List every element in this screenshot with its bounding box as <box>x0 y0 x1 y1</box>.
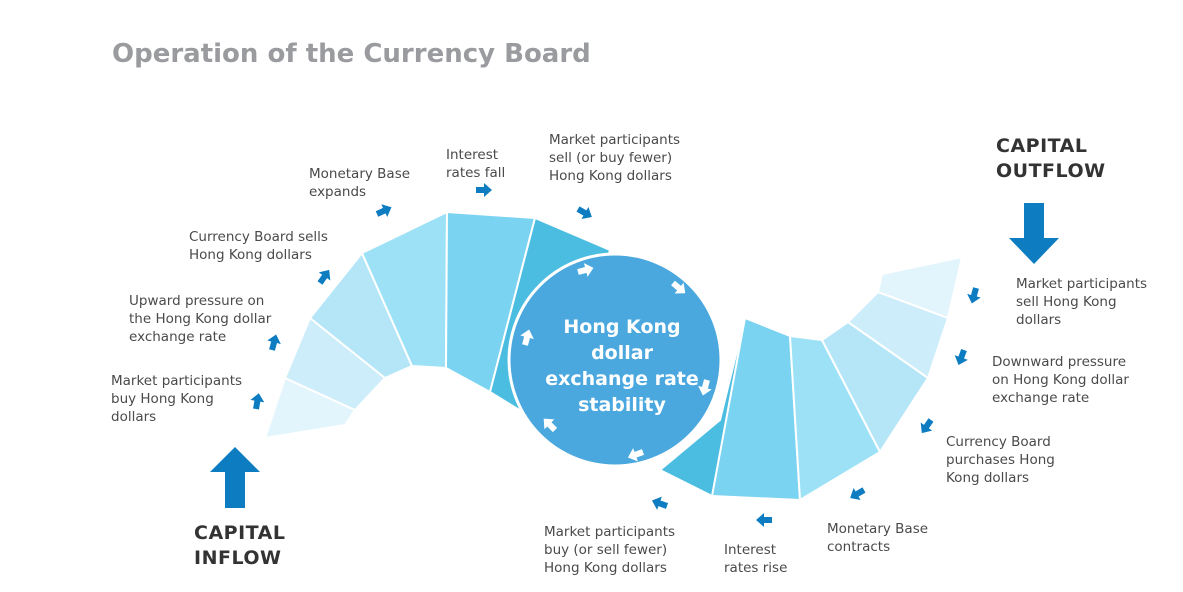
outflow-band-segment <box>876 255 964 320</box>
svg-text:Hong Kong dollars: Hong Kong dollars <box>549 168 672 184</box>
svg-text:expands: expands <box>309 184 366 200</box>
svg-text:contracts: contracts <box>827 539 890 555</box>
cycle-arrows <box>520 263 712 462</box>
center-label: Hong Kong dollar exchange rate stability <box>545 316 699 416</box>
svg-text:Currency Board: Currency Board <box>946 434 1051 450</box>
svg-text:rates fall: rates fall <box>446 165 505 181</box>
arrow-icon <box>267 334 281 351</box>
svg-text:on Hong Kong dollar: on Hong Kong dollar <box>992 372 1129 388</box>
arrow-icon <box>543 418 558 433</box>
inflow-step-4: Monetary Base expands <box>309 166 410 200</box>
svg-text:Interest: Interest <box>724 542 776 558</box>
svg-text:exchange rate: exchange rate <box>992 390 1089 406</box>
svg-text:Market participants: Market participants <box>549 132 680 148</box>
svg-text:exchange rate: exchange rate <box>129 329 226 345</box>
svg-text:Hong Kong dollars: Hong Kong dollars <box>544 560 667 576</box>
arrow-icon <box>671 280 686 294</box>
svg-text:sell (or buy fewer): sell (or buy fewer) <box>549 150 672 166</box>
arrow-icon <box>375 204 392 217</box>
inflow-step-3: Currency Board sells Hong Kong dollars <box>189 229 328 263</box>
svg-text:Interest: Interest <box>446 147 498 163</box>
arrow-icon <box>627 448 645 462</box>
capital-inflow-arrow-icon <box>210 447 260 508</box>
capital-outflow-arrow-icon <box>1009 203 1059 264</box>
svg-text:dollar: dollar <box>591 342 654 364</box>
outflow-step-3: Currency Board purchases Hong Kong dolla… <box>946 434 1055 486</box>
svg-text:purchases Hong: purchases Hong <box>946 452 1055 468</box>
arrow-icon <box>954 348 968 366</box>
arrow-icon <box>476 183 492 197</box>
svg-text:CAPITAL: CAPITAL <box>996 135 1087 157</box>
svg-text:dollars: dollars <box>1016 312 1061 328</box>
inflow-step-2: Upward pressure on the Hong Kong dollar … <box>129 293 272 345</box>
arrow-icon <box>920 418 934 434</box>
svg-text:buy Hong Kong: buy Hong Kong <box>111 391 214 407</box>
svg-text:Monetary Base: Monetary Base <box>309 166 410 182</box>
svg-text:Kong dollars: Kong dollars <box>946 470 1029 486</box>
arrow-icon <box>698 379 712 396</box>
svg-text:sell Hong Kong: sell Hong Kong <box>1016 294 1117 310</box>
inflow-step-5: Interest rates fall <box>446 147 505 181</box>
page-title: Operation of the Currency Board <box>112 39 591 69</box>
arrow-icon <box>651 496 669 510</box>
svg-text:Hong Kong: Hong Kong <box>563 316 680 338</box>
svg-text:Downward pressure: Downward pressure <box>992 354 1126 370</box>
arrow-icon <box>576 206 592 220</box>
svg-text:Monetary Base: Monetary Base <box>827 521 928 537</box>
inflow-step-6: Market participants sell (or buy fewer) … <box>549 132 680 184</box>
svg-text:rates rise: rates rise <box>724 560 787 576</box>
svg-text:INFLOW: INFLOW <box>194 547 282 569</box>
step-arrows <box>250 183 981 527</box>
svg-text:the Hong Kong dollar: the Hong Kong dollar <box>129 311 272 327</box>
outflow-step-6: Market participants buy (or sell fewer) … <box>544 524 675 576</box>
outflow-step-1: Market participants sell Hong Kong dolla… <box>1016 276 1147 328</box>
svg-text:Upward pressure on: Upward pressure on <box>129 293 264 309</box>
capital-outflow-label: CAPITAL OUTFLOW <box>996 135 1106 182</box>
arrow-icon <box>520 329 534 346</box>
arrow-icon <box>250 393 265 410</box>
arrow-icon <box>850 487 866 501</box>
capital-inflow-label: CAPITAL INFLOW <box>194 522 285 569</box>
svg-text:buy (or sell fewer): buy (or sell fewer) <box>544 542 667 558</box>
outflow-step-5: Interest rates rise <box>724 542 787 576</box>
svg-text:Market participants: Market participants <box>544 524 675 540</box>
arrow-icon <box>577 263 594 277</box>
svg-text:Market participants: Market participants <box>1016 276 1147 292</box>
svg-text:exchange rate: exchange rate <box>545 368 699 390</box>
svg-text:CAPITAL: CAPITAL <box>194 522 285 544</box>
svg-text:stability: stability <box>578 394 666 416</box>
inflow-step-1: Market participants buy Hong Kong dollar… <box>111 373 242 425</box>
arrow-icon <box>756 513 772 527</box>
outflow-step-2: Downward pressure on Hong Kong dollar ex… <box>992 354 1129 406</box>
svg-text:Market participants: Market participants <box>111 373 242 389</box>
arrow-icon <box>967 287 981 304</box>
outflow-step-4: Monetary Base contracts <box>827 521 928 555</box>
svg-text:Hong Kong dollars: Hong Kong dollars <box>189 247 312 263</box>
stability-circle <box>507 252 723 468</box>
arrow-icon <box>317 269 331 285</box>
svg-text:OUTFLOW: OUTFLOW <box>996 160 1106 182</box>
svg-text:Currency Board sells: Currency Board sells <box>189 229 328 245</box>
outflow-band <box>658 255 964 502</box>
svg-text:dollars: dollars <box>111 409 156 425</box>
